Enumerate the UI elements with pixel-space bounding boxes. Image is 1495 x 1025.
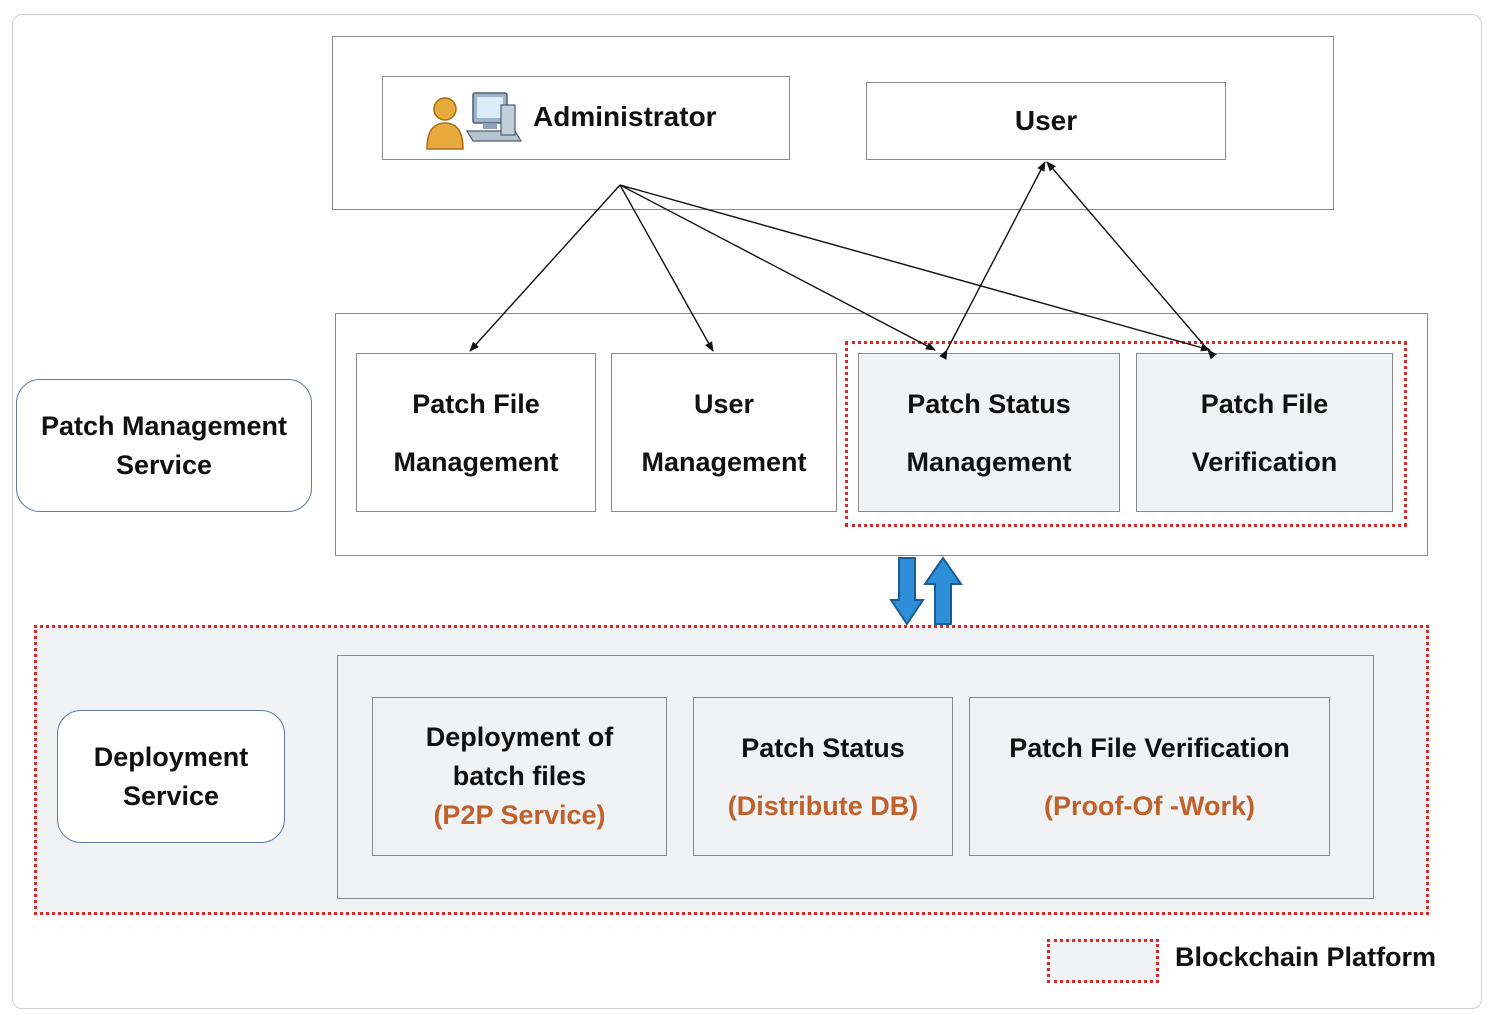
patch-status-management-box: Patch Status Management <box>858 353 1120 512</box>
patch-file-verification-line1: Patch File <box>1200 388 1329 419</box>
deployment-verification-line1: Patch File Verification <box>1009 732 1290 763</box>
patch-file-management-line2: Management <box>393 446 559 477</box>
user-management-box: User Management <box>611 353 837 512</box>
deployment-service-line1: Deployment <box>93 741 249 772</box>
arrow-patch-file-verification-to-user <box>1046 161 1217 360</box>
sync-up-arrow <box>923 556 963 625</box>
deployment-service-line2: Service <box>122 780 220 811</box>
user-management-line2: Management <box>641 446 807 477</box>
arrow-patch-status-to-user <box>939 161 1046 360</box>
deployment-patch-status-sub: (Distribute DB) <box>727 790 919 821</box>
patch-file-management-line1: Patch File <box>412 388 540 419</box>
user-management-line1: User <box>693 388 755 419</box>
deployment-batch-line1: Deployment of <box>425 722 614 752</box>
deployment-batch-files-box: Deployment of batch files (P2P Service) <box>372 697 667 856</box>
administrator-box: Administrator <box>382 76 790 160</box>
arrow-admin-to-user-management <box>619 184 714 352</box>
deployment-patch-status-line1: Patch Status <box>741 732 905 763</box>
patch-file-verification-line2: Verification <box>1191 446 1338 477</box>
deployment-service-label-box: Deployment Service <box>57 710 285 843</box>
deployment-batch-sub: (P2P Service) <box>433 800 606 830</box>
patch-management-service-line2: Service <box>115 449 213 480</box>
admin-user-computer-icon <box>426 92 523 150</box>
patch-file-management-box: Patch File Management <box>356 353 596 512</box>
patch-management-service-line1: Patch Management <box>40 410 288 441</box>
administrator-label: Administrator <box>533 101 717 132</box>
patch-status-management-line2: Management <box>906 446 1072 477</box>
legend-label: Blockchain Platform <box>1175 942 1437 972</box>
patch-status-management-line1: Patch Status <box>907 388 1071 419</box>
patch-management-service-label-box: Patch Management Service <box>16 379 312 512</box>
user-box: User <box>866 82 1226 160</box>
patch-file-verification-box: Patch File Verification <box>1136 353 1393 512</box>
deployment-patch-status-box: Patch Status (Distribute DB) <box>693 697 953 856</box>
deployment-patch-file-verification-box: Patch File Verification (Proof-Of -Work) <box>969 697 1330 856</box>
legend-swatch <box>1047 939 1159 983</box>
deployment-batch-line2: batch files <box>452 761 587 791</box>
user-label: User <box>1014 105 1078 136</box>
arrow-admin-to-patch-status-management <box>619 184 936 351</box>
deployment-verification-sub: (Proof-Of -Work) <box>1044 790 1255 821</box>
sync-down-arrow <box>889 557 925 626</box>
arrow-admin-to-patch-file-management <box>469 184 621 352</box>
arrow-admin-to-patch-file-verification <box>619 184 1211 352</box>
